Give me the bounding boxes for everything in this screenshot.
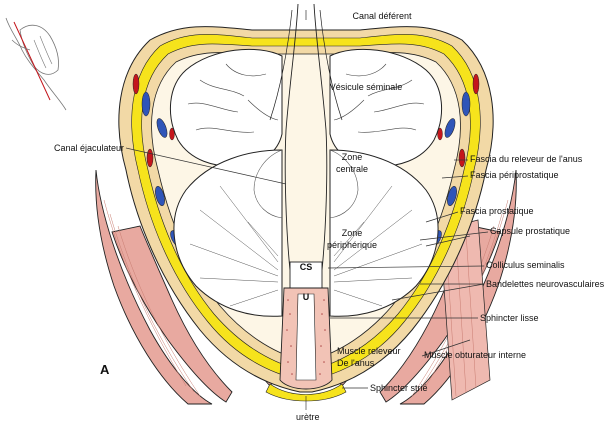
striated-sphincter-label: Sphincter strié	[370, 383, 428, 393]
ejaculatory-duct-label: Canal éjaculateur	[54, 143, 124, 153]
seminal-vesicle-label: Vésicule séminale	[330, 82, 403, 92]
smooth-sphincter-label: Sphincter lisse	[480, 313, 539, 323]
periprostatic-fascia-label: Fascia périprostatique	[470, 170, 559, 180]
vas-deferens-label: Canal déférent	[352, 11, 412, 21]
colliculus-label: Colliculus seminalis	[486, 260, 565, 270]
urethra-label: urètre	[296, 412, 320, 422]
central-zone-label-line2: centrale	[336, 164, 368, 174]
orientation-inset	[6, 18, 66, 110]
obturator-muscle-label: Muscle obturateur interne	[424, 350, 526, 360]
central-zone-label-line1: Zone	[342, 152, 363, 162]
prostatic-capsule-label: Capsule prostatique	[490, 226, 570, 236]
u-label: U	[303, 292, 310, 302]
peripheral-zone-label-line1: Zone	[342, 228, 363, 238]
levator-muscle-label-line2: De l'anus	[337, 358, 375, 368]
prostatic-fascia-label: Fascia prostatique	[460, 206, 534, 216]
levator-muscle-label-line1: Muscle releveur	[337, 346, 401, 356]
cs-label: CS	[300, 262, 313, 272]
panel-letter: A	[100, 362, 110, 377]
levator-fascia-label: Fascia du releveur de l'anus	[470, 154, 583, 164]
peripheral-zone-label-line2: périphérique	[327, 240, 377, 250]
neurovascular-bundles-label: Bandelettes neurovasculaires	[486, 279, 605, 289]
